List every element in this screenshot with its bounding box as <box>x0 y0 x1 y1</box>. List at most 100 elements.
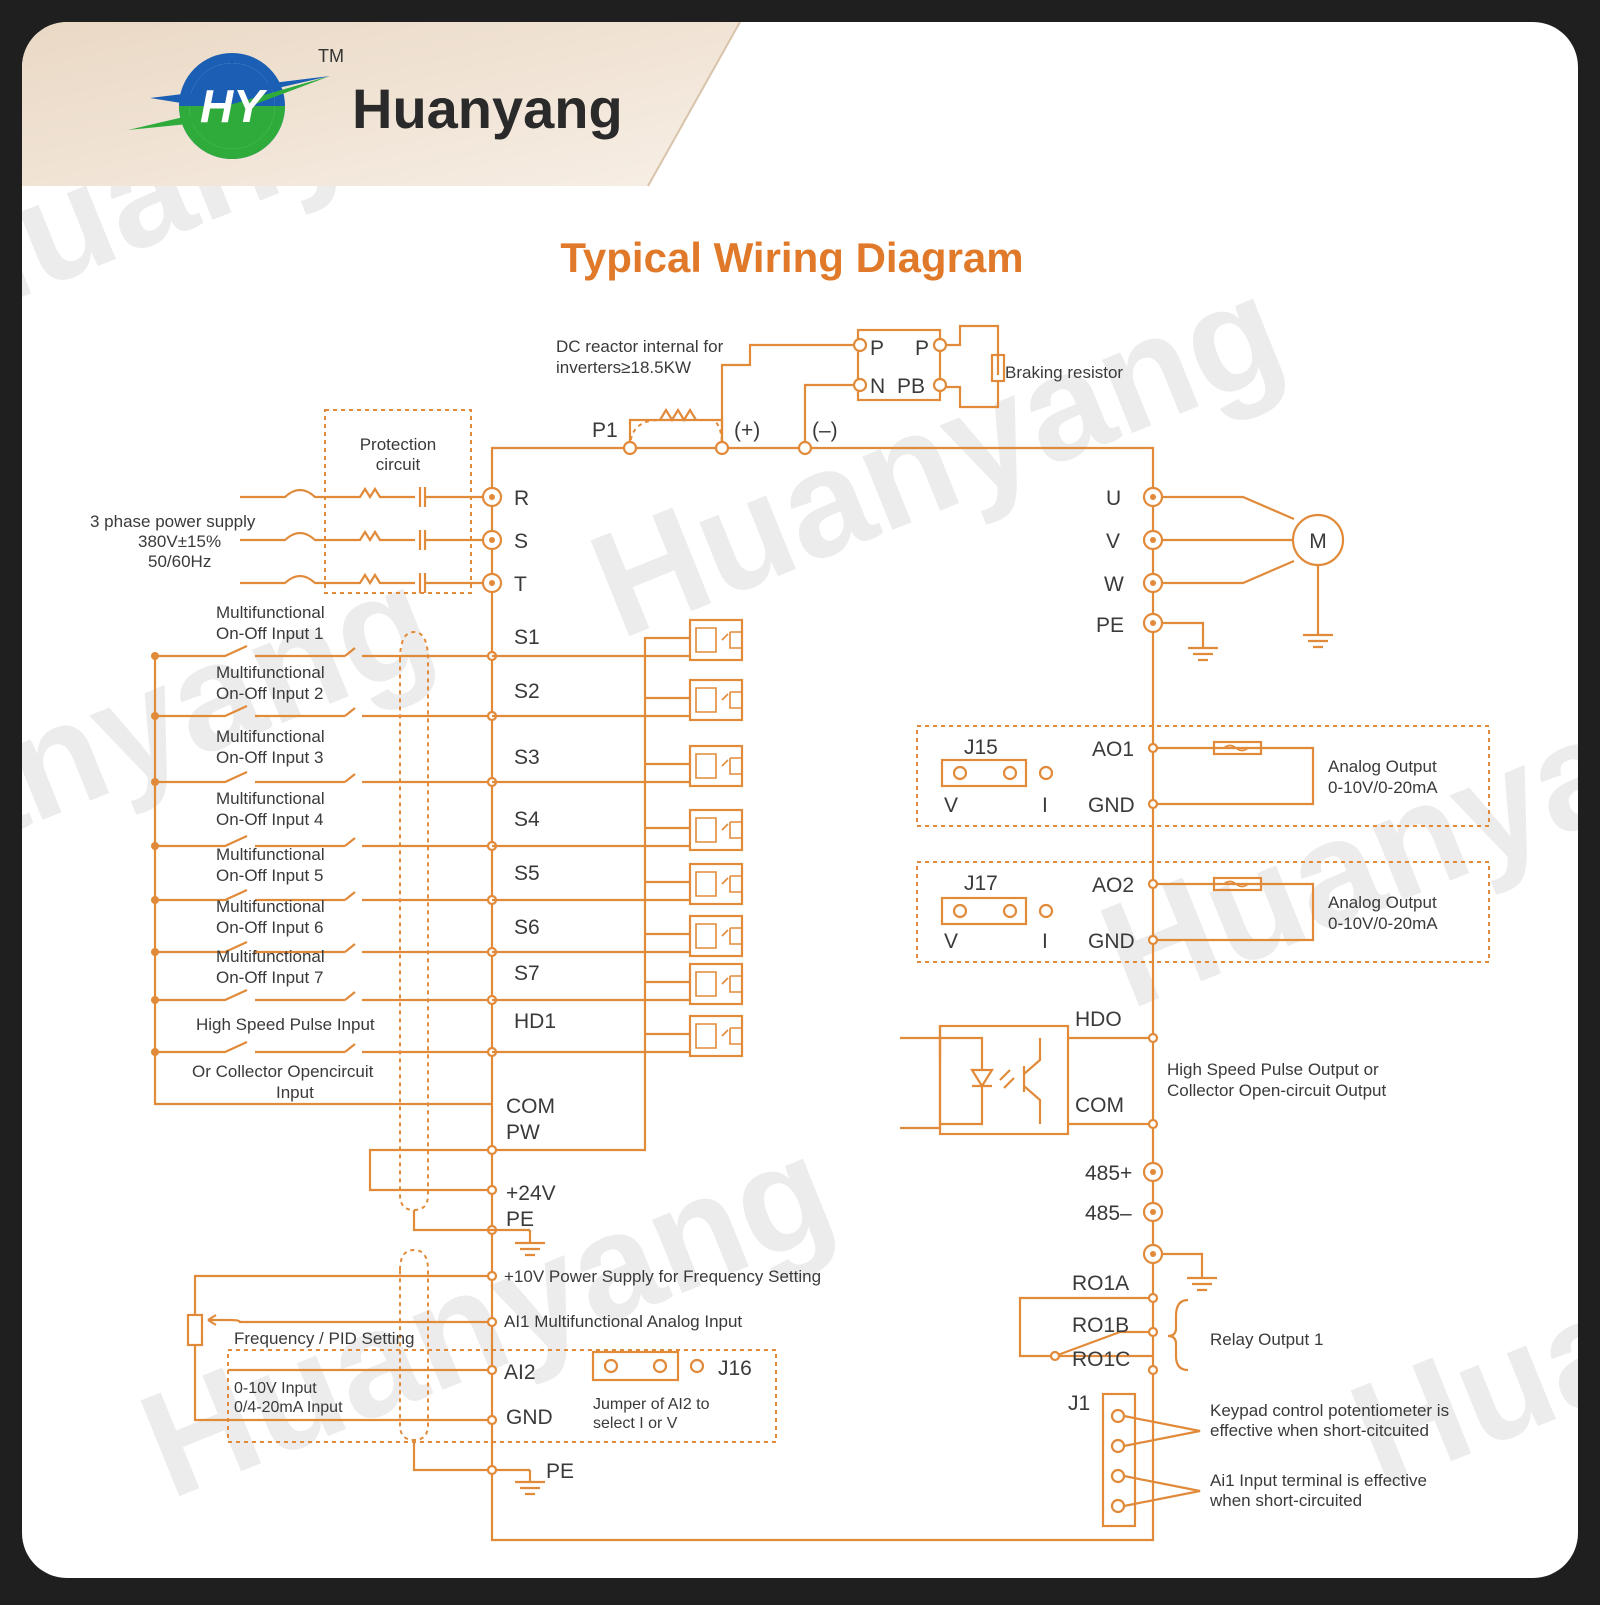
terminal-HD1: HD1 <box>514 1010 556 1033</box>
opto-wire <box>492 636 690 658</box>
terminal-S4: S4 <box>514 808 540 831</box>
jumper-V: V <box>944 930 958 953</box>
input-description: Multifunctional <box>216 897 325 916</box>
opto-coupler <box>688 1014 744 1058</box>
terminal-GND-ai: GND <box>506 1406 553 1429</box>
motor-label: M <box>1309 530 1327 553</box>
protection-label: Protection <box>360 435 437 454</box>
ai1-label: AI1 Multifunctional Analog Input <box>504 1312 742 1331</box>
keypad-note: effective when short-citcuited <box>1210 1421 1429 1440</box>
terminal-minus: (–) <box>812 419 838 442</box>
analog-output-range: 0-10V/0-20mA <box>1328 778 1438 797</box>
jumper-J1: J1 <box>1068 1392 1090 1415</box>
terminal-485p: 485+ <box>1085 1162 1132 1185</box>
input-description: On-Off Input 6 <box>216 918 323 937</box>
terminal-PE-24v: PE <box>506 1208 534 1231</box>
terminal-S: S <box>514 530 528 553</box>
brand-name: Huanyang <box>352 77 623 140</box>
opto-wire <box>492 826 690 848</box>
opto-wire <box>492 980 690 1002</box>
jumper-I: I <box>1042 930 1048 953</box>
input-range-label: 0/4-20mA Input <box>234 1399 343 1416</box>
brand-logo: HY TM <box>128 46 344 159</box>
terminal-GND-ao2: GND <box>1088 930 1135 953</box>
terminal-S1: S1 <box>514 626 540 649</box>
opto-wire <box>492 932 690 954</box>
opto-wire <box>492 762 690 784</box>
terminal-AO1: AO1 <box>1092 738 1134 761</box>
page-title: Typical Wiring Diagram <box>560 234 1023 281</box>
input-description: Multifunctional <box>216 789 325 808</box>
analog-output-label: Analog Output <box>1328 757 1437 776</box>
terminal-plus: (+) <box>734 419 760 442</box>
input-description: On-Off Input 3 <box>216 748 323 767</box>
relay-output-label: Relay Output 1 <box>1210 1330 1323 1349</box>
terminal-W: W <box>1104 573 1124 596</box>
jumper-V: V <box>944 794 958 817</box>
terminal-AI2: AI2 <box>504 1361 536 1384</box>
jumper-J17: J17 <box>964 872 998 895</box>
terminal-RO1B: RO1B <box>1072 1314 1129 1337</box>
input-junction <box>151 712 159 720</box>
opto-symbol <box>695 627 742 653</box>
terminal-AO2: AO2 <box>1092 874 1134 897</box>
opto-symbol <box>695 753 742 779</box>
opto-wire <box>492 1032 690 1054</box>
opto-wire <box>492 696 690 718</box>
input-junction <box>151 652 159 660</box>
input-description: Multifunctional <box>216 603 325 622</box>
wiring <box>151 324 1490 1542</box>
dc-reactor-note: inverters≥18.5KW <box>556 358 691 377</box>
terminal-V: V <box>1106 530 1120 553</box>
jumper-J16: J16 <box>718 1357 752 1380</box>
terminal-S7: S7 <box>514 962 540 985</box>
terminal-PW: PW <box>506 1121 540 1144</box>
terminal-R: R <box>514 487 529 510</box>
power-supply-label: 3 phase power supply <box>90 512 256 531</box>
input-wire <box>155 888 492 902</box>
opto-coupler <box>688 618 744 662</box>
opto-wire <box>492 880 690 902</box>
input-description: On-Off Input 5 <box>216 866 323 885</box>
analog-output-label: Analog Output <box>1328 893 1437 912</box>
labels: DC reactor internal for inverters≥18.5KW… <box>90 337 1449 1510</box>
power-supply-label: 380V±15% <box>138 532 221 551</box>
terminal-S6: S6 <box>514 916 540 939</box>
terminal-S5: S5 <box>514 862 540 885</box>
input-description: Multifunctional <box>216 845 325 864</box>
input-description: Multifunctional <box>216 947 325 966</box>
plus10v-label: +10V Power Supply for Frequency Setting <box>504 1267 821 1286</box>
terminal-P1: P1 <box>592 419 618 442</box>
opto-symbol <box>695 1023 742 1049</box>
input-wire <box>155 644 492 658</box>
high-speed-pulse-input-label: High Speed Pulse Input <box>196 1015 375 1034</box>
terminal-485n: 485– <box>1085 1202 1132 1225</box>
terminal-COM-hdo: COM <box>1075 1094 1124 1117</box>
input-description: On-Off Input 7 <box>216 968 323 987</box>
ai1-short-note: when short-circuited <box>1209 1491 1362 1510</box>
opto-coupler <box>688 678 744 722</box>
opto-symbol <box>695 817 742 843</box>
dc-reactor-note: DC reactor internal for <box>556 337 724 356</box>
logo-letters: HY <box>200 80 268 132</box>
opto-coupler <box>688 862 744 906</box>
opto-coupler <box>688 808 744 852</box>
terminal-RO1C: RO1C <box>1072 1348 1130 1371</box>
terminal-COM: COM <box>506 1095 555 1118</box>
input-junction <box>151 842 159 850</box>
terminal-PE: PE <box>1096 614 1124 637</box>
input-description: Multifunctional <box>216 727 325 746</box>
collector-input-label: Or Collector Opencircuit <box>192 1062 374 1081</box>
opto-symbol <box>695 871 742 897</box>
terminal-PE-ai: PE <box>546 1460 574 1483</box>
terminal-N: N <box>870 375 885 398</box>
terminal-P-right: P <box>915 337 929 360</box>
jumper-I: I <box>1042 794 1048 817</box>
input-junction <box>151 896 159 904</box>
input-wire <box>155 834 492 848</box>
trademark-mark: TM <box>318 46 344 66</box>
braking-resistor-label: Braking resistor <box>1005 363 1123 382</box>
terminal-PB: PB <box>897 375 925 398</box>
